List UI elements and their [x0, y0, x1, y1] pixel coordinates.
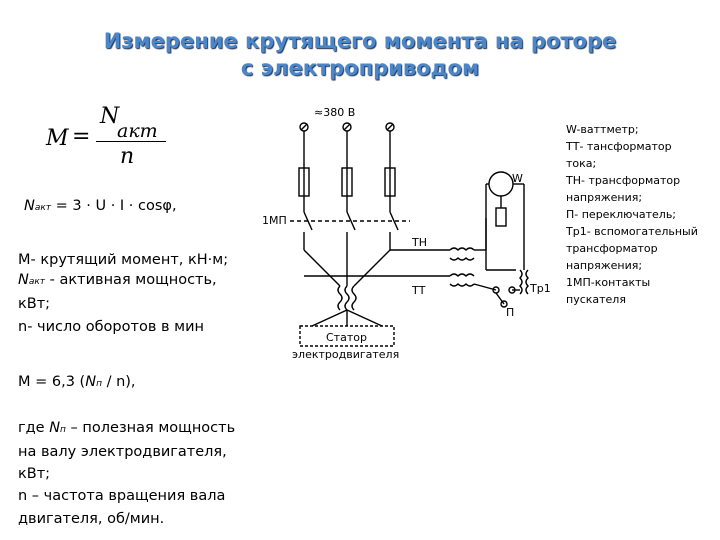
legend-item: ТН- трансформатор — [566, 174, 681, 187]
legend-item: 1МП-контакты — [566, 276, 651, 289]
wattmeter-label: W — [512, 172, 523, 185]
legend-item: пускателя — [566, 293, 626, 306]
def-N-sub: акт — [28, 277, 46, 287]
tt-label: ТТ — [411, 284, 426, 297]
contact-icon — [346, 211, 356, 231]
where-line5: двигателя, об/мин. — [18, 511, 165, 527]
resistor-icon — [495, 207, 507, 227]
useful-sub: п — [96, 379, 102, 389]
legend-item: тока; — [566, 157, 597, 170]
slide-title-line1: Измерение крутящего момента на роторе — [103, 29, 617, 53]
power-sub: акт — [34, 203, 52, 213]
definition-line4: n- число оборотов в мин — [18, 319, 204, 335]
transformer-tt-icon — [449, 283, 475, 287]
definition-line1: М- крутящий момент, кН·м; — [18, 252, 229, 268]
power-rhs: = 3 · U · I · cosφ, — [55, 198, 177, 214]
contact-icon — [389, 211, 399, 231]
useful-N: N — [85, 374, 97, 390]
where-line2: на валу электродвигателя, — [18, 444, 227, 460]
stator-label-line1: Статор — [326, 331, 367, 344]
definition-line3: кВт; — [18, 296, 51, 312]
formula-numerator-sub: акт — [117, 120, 158, 142]
formula-numerator-N: N — [100, 104, 120, 129]
where-prefix: где — [18, 420, 50, 436]
legend-item: П- переключатель; — [566, 208, 677, 221]
circuit-diagram: ≈380 В 1МП ТН ТТ Тр1 П W Статор электрод… — [262, 106, 551, 361]
legend-item: Тр1- вспомогательный — [566, 225, 698, 238]
where-line3: кВт; — [18, 466, 51, 482]
formula-denominator: n — [120, 144, 135, 169]
winding-icon — [351, 285, 357, 311]
legend-item: напряжения; — [566, 259, 643, 272]
transformer-tt-icon — [449, 273, 475, 277]
switch-label: П — [506, 306, 514, 319]
where-N: N — [49, 420, 61, 436]
stator-label-line2: электродвигателя — [292, 348, 399, 361]
where-rest: – полезная мощность — [65, 420, 236, 436]
transformer-tn-icon — [449, 257, 475, 261]
legend-item: трансформатор — [566, 242, 658, 255]
power-formula: Nакт = 3 · U · I · cosφ, — [24, 196, 177, 218]
contacts-label: 1МП — [262, 214, 287, 227]
fraction-bar — [96, 141, 166, 142]
winding-icon — [337, 285, 343, 311]
slide-title-line2: с электроприводом — [240, 56, 480, 80]
switch-contact-icon — [500, 300, 508, 308]
def-N: N — [18, 272, 29, 288]
legend-item: W-ваттметр; — [566, 123, 639, 136]
tn-label: ТН — [411, 236, 427, 249]
where-line1: где Nп – полезная мощность — [18, 418, 235, 440]
useful-prefix: М = 6,3 ( — [18, 374, 86, 390]
def-line2-rest: - активная мощность, — [45, 272, 217, 288]
legend: W-ваттметр; ТТ- тансформатор тока; ТН- т… — [566, 121, 698, 308]
formula-equals: = — [72, 124, 91, 149]
tr1-label: Тр1 — [529, 282, 551, 295]
where-line4: n – частота вращения вала — [18, 488, 226, 504]
legend-item: ТТ- тансформатор — [566, 140, 672, 153]
definition-line2: Nакт - активная мощность, — [18, 270, 217, 292]
useful-formula: М = 6,3 (Nп / n), — [18, 372, 136, 394]
power-N: N — [24, 198, 35, 214]
where-sub: п — [60, 425, 66, 435]
winding-icon — [344, 285, 350, 311]
transformer-tr1-icon — [519, 269, 523, 295]
wattmeter-icon — [488, 171, 514, 197]
transformer-tr1-icon — [525, 269, 529, 295]
transformer-tn-icon — [449, 247, 475, 251]
supply-label: ≈380 В — [314, 106, 355, 119]
legend-item: напряжения; — [566, 191, 643, 204]
formula-lhs: M — [46, 126, 69, 151]
useful-suffix: / n), — [101, 374, 136, 390]
